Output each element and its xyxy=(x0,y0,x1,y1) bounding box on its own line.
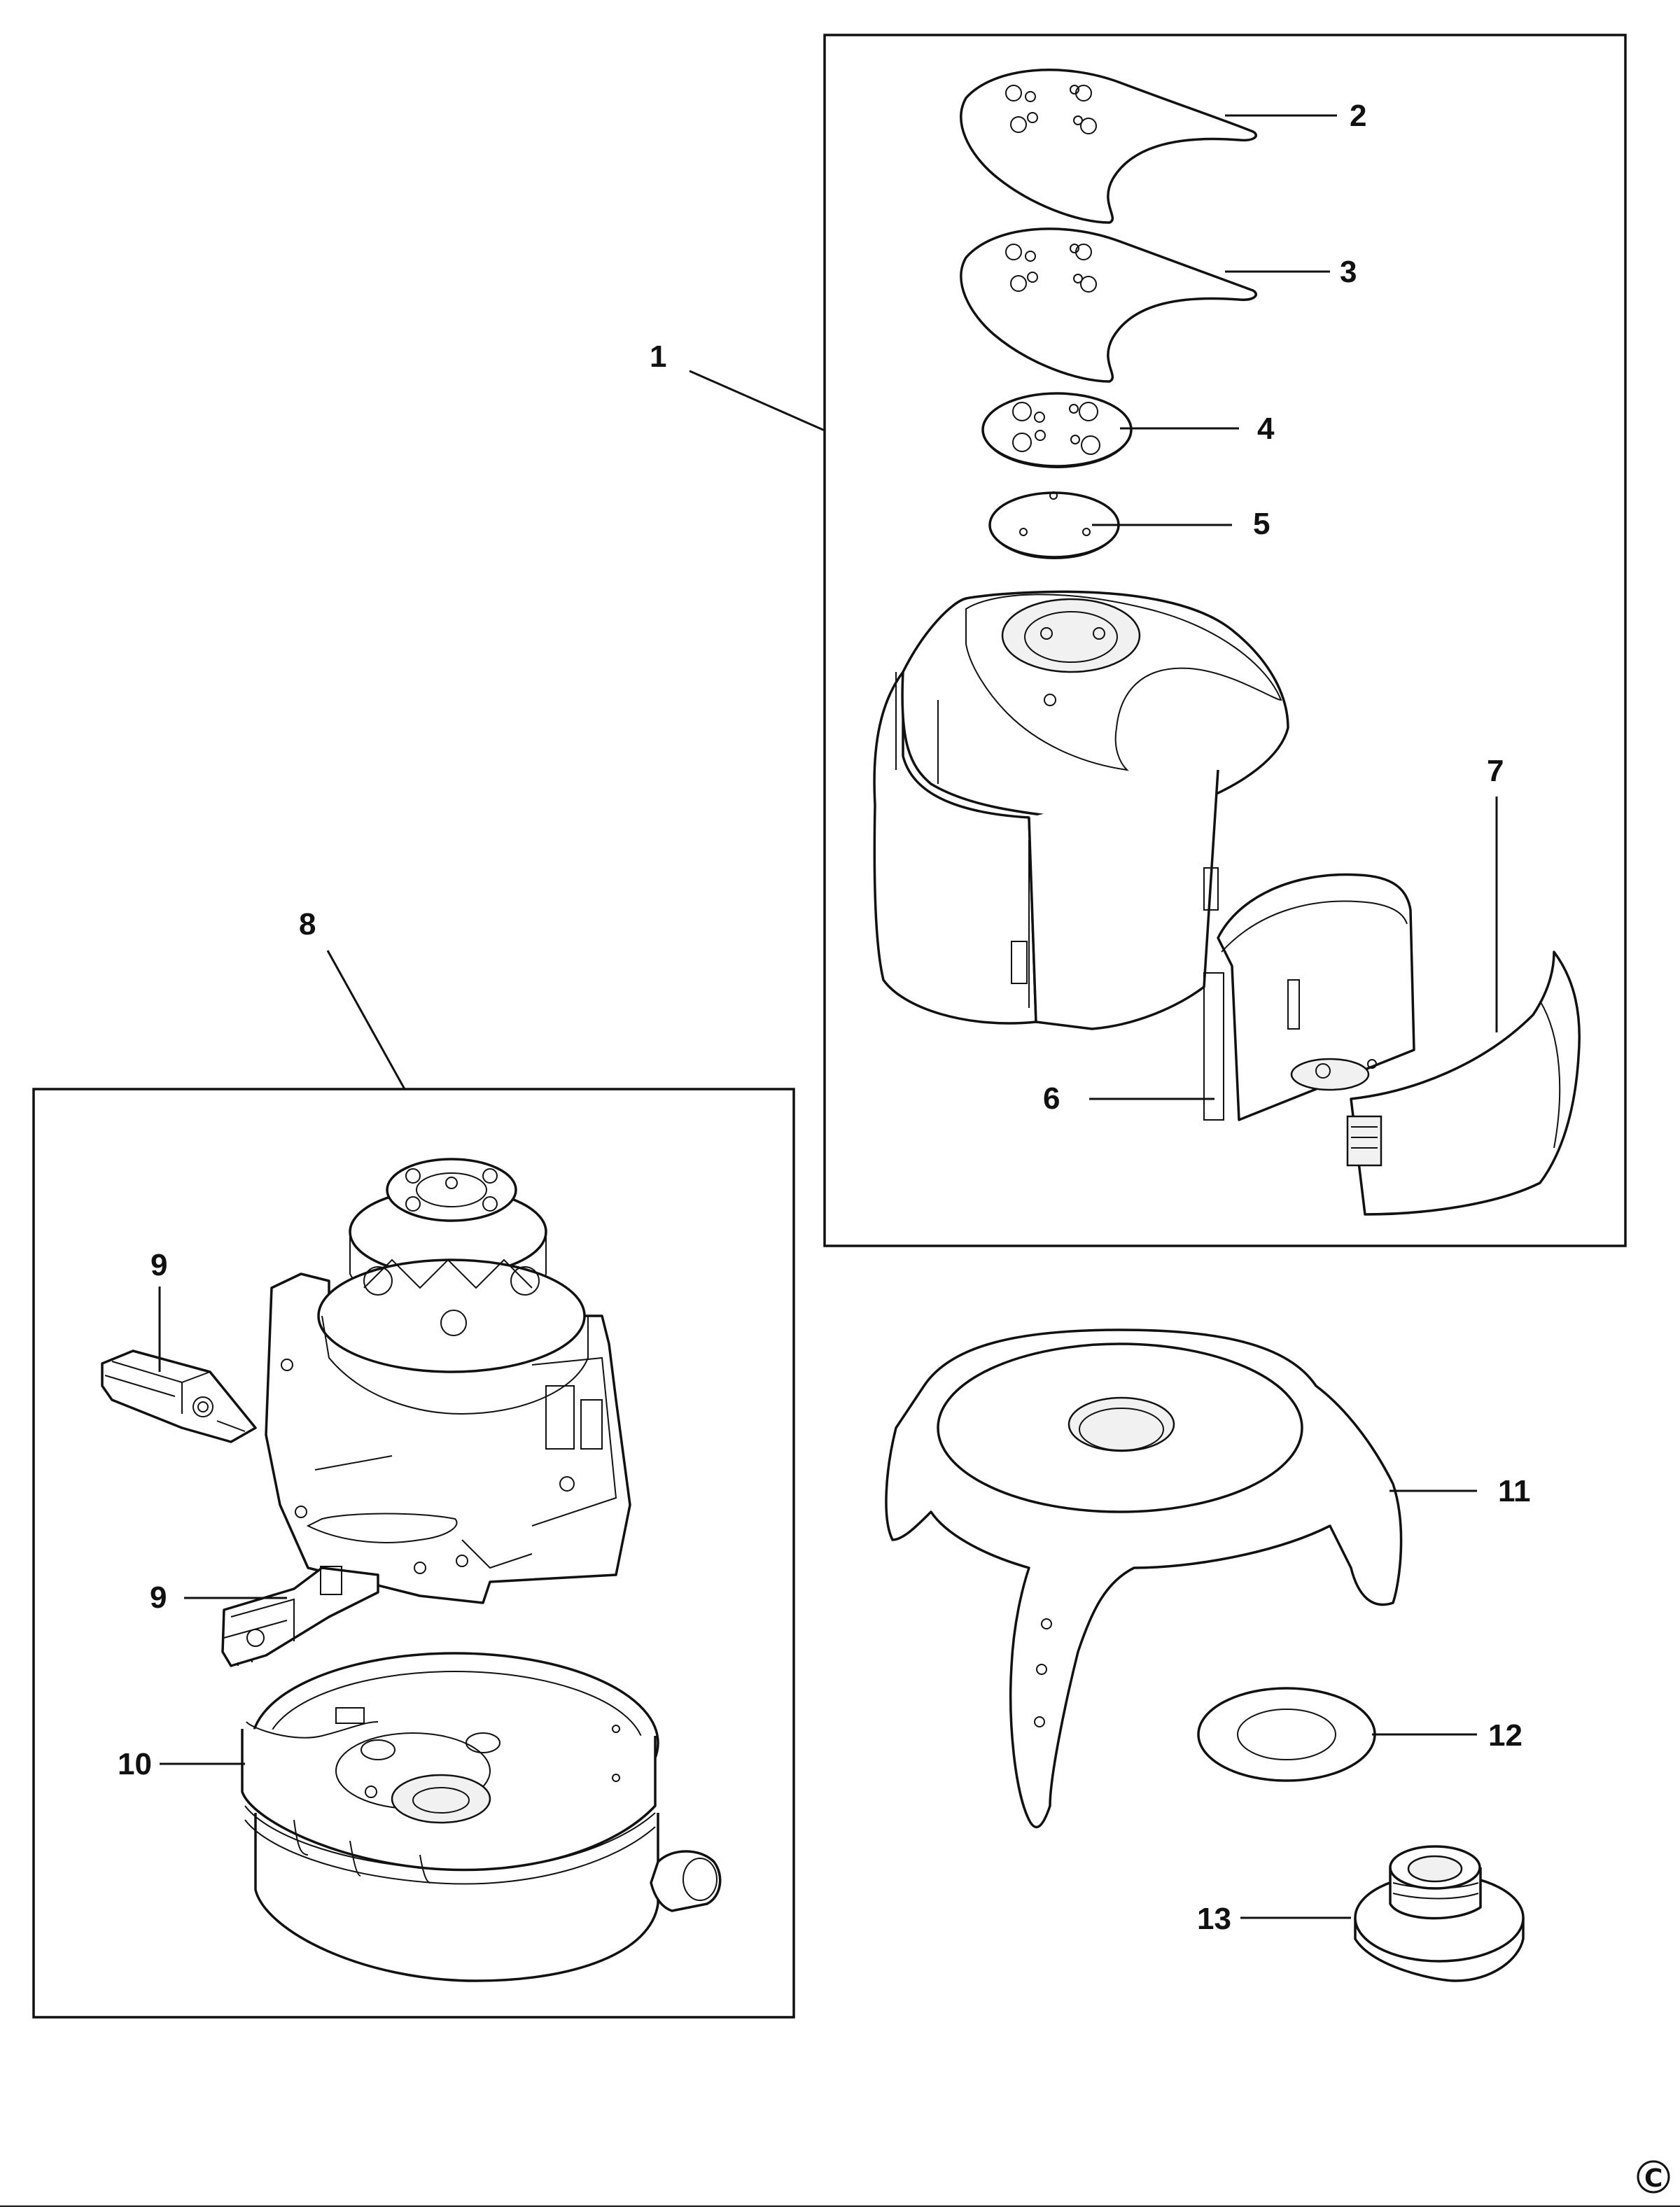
part-5-disc xyxy=(988,491,1120,560)
callout-9-upper: 9 xyxy=(150,1248,167,1282)
part-12-washer xyxy=(1197,1687,1376,1782)
callout-1: 1 xyxy=(650,339,666,374)
part-2-top-plate xyxy=(960,69,1257,224)
part-4-round-plate xyxy=(981,392,1133,469)
part-9-laser-module-lower xyxy=(221,1566,379,1667)
callout-9-lower: 9 xyxy=(150,1580,167,1615)
part-9-laser-module-upper xyxy=(101,1349,257,1443)
callout-12: 12 xyxy=(1488,1718,1522,1753)
copyright-mark: C xyxy=(1637,2160,1670,2194)
assembly-8-box xyxy=(32,1088,795,2019)
callout-6: 6 xyxy=(1043,1081,1060,1116)
part-6-bracket xyxy=(1203,873,1415,1121)
callout-4: 4 xyxy=(1257,412,1275,446)
part-10-base-ring xyxy=(241,1652,722,1982)
callout-11: 11 xyxy=(1498,1474,1531,1508)
assembly-1-box xyxy=(823,34,1627,1247)
laser-module-chassis xyxy=(265,1158,631,1604)
callout-2: 2 xyxy=(1350,99,1366,133)
callout-10: 10 xyxy=(118,1747,152,1781)
leader-lines xyxy=(158,114,1498,1919)
callout-13: 13 xyxy=(1197,1902,1231,1936)
part-3-plate xyxy=(960,227,1257,383)
main-housing xyxy=(873,590,1289,1030)
callout-3: 3 xyxy=(1340,255,1357,289)
part-13-threaded-adapter xyxy=(1354,1845,1525,1982)
callout-7: 7 xyxy=(1487,754,1504,788)
part-7-cover-panel xyxy=(1346,951,1581,1216)
copyright-letter: C xyxy=(1644,2164,1662,2193)
callout-5: 5 xyxy=(1253,507,1270,541)
callout-8: 8 xyxy=(299,907,316,941)
part-11-tripod-base xyxy=(885,1328,1403,1829)
